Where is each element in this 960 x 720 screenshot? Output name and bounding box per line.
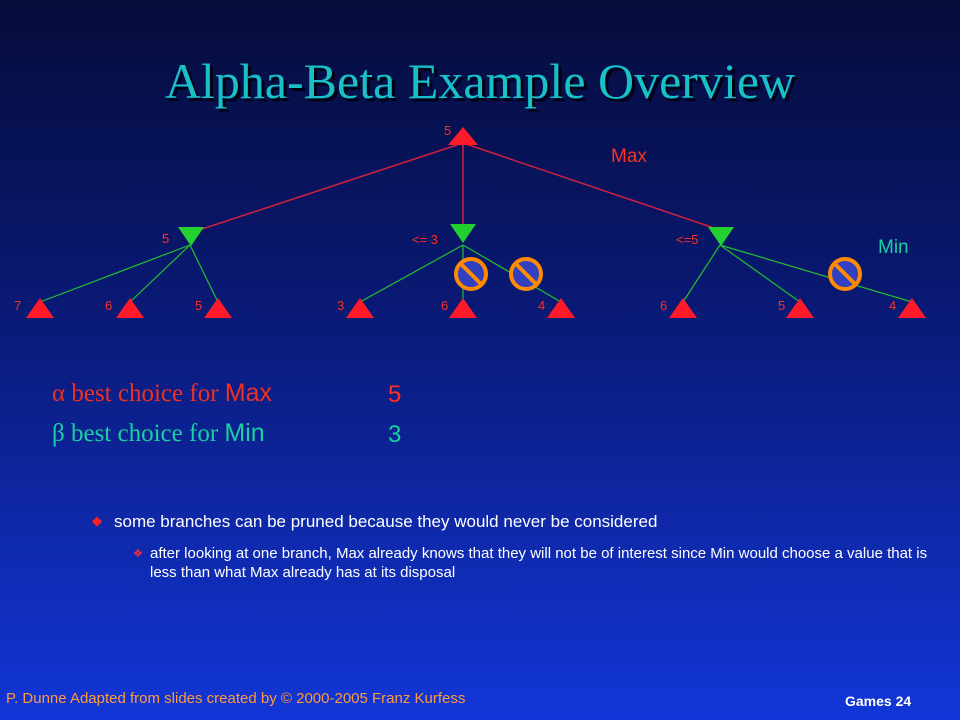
beta-role: Min (224, 419, 265, 447)
edge-min1-leaf-3 (189, 244, 219, 303)
root-value-label: 5 (444, 123, 451, 138)
footer-credit: P. Dunne Adapted from slides created by … (6, 690, 466, 707)
edge-min1-leaf-1 (39, 244, 191, 303)
leaf-value-9: 4 (889, 298, 896, 313)
main-bullet-text: some branches can be pruned because they… (114, 512, 658, 531)
beta-text: best choice for (64, 420, 225, 447)
alpha-symbol: α (52, 380, 66, 407)
min-node-2 (450, 224, 476, 243)
leaf-value-5: 6 (441, 298, 448, 313)
leaf-node-1 (26, 298, 54, 318)
leaf-node-3 (204, 298, 232, 318)
edge-root-min-3 (462, 142, 721, 231)
footer-page-number: Games 24 (845, 693, 912, 709)
max-root-node (448, 127, 478, 145)
leaf-node-7 (669, 298, 697, 318)
leaf-value-8: 5 (778, 298, 785, 313)
slide-title: Alpha-Beta Example Overview (164, 53, 796, 109)
leaf-node-8 (786, 298, 814, 318)
edge-min3-leaf-1 (682, 244, 721, 303)
leaf-value-1: 7 (14, 298, 21, 313)
bullet-clover-icon: ❖ (133, 548, 143, 560)
pruned-branch-icon (509, 257, 543, 291)
min-level-label: Min (878, 237, 909, 258)
alpha-role: Max (224, 379, 272, 407)
alpha-value: 5 (388, 381, 402, 408)
leaf-value-7: 6 (660, 298, 667, 313)
edge-min1-leaf-2 (129, 244, 191, 303)
sub-bullet: ❖ after looking at one branch, Max alrea… (133, 544, 943, 582)
pruned-branch-icon (828, 257, 862, 291)
leaf-value-3: 5 (195, 298, 202, 313)
sub-bullet-text: after looking at one branch, Max already… (150, 545, 928, 581)
leaf-node-6 (547, 298, 575, 318)
alpha-beta-tree: 5 Max 5 <= 3 <=5 Min 7 6 5 3 6 4 6 5 4 (14, 123, 926, 318)
leaf-node-4 (346, 298, 374, 318)
alpha-legend-line: α best choice for Max (52, 379, 272, 408)
edge-min2-leaf-1 (359, 244, 464, 303)
leaf-value-4: 3 (337, 298, 344, 313)
edge-root-min-1 (189, 142, 464, 234)
min-node-2-value: <= 3 (412, 232, 438, 247)
leaf-value-2: 6 (105, 298, 112, 313)
min-node-1-value: 5 (162, 231, 169, 246)
edge-min3-leaf-2 (719, 244, 801, 303)
min-node-3-value: <=5 (676, 232, 698, 247)
alpha-text: best choice for (65, 380, 225, 407)
leaf-node-2 (116, 298, 144, 318)
pruned-branch-icon (454, 257, 488, 291)
leaf-value-6: 4 (538, 298, 545, 313)
leaf-node-9 (898, 298, 926, 318)
leaf-node-5 (449, 298, 477, 318)
min-node-3 (708, 227, 734, 246)
min-node-1 (178, 227, 204, 246)
max-level-label: Max (611, 146, 647, 167)
beta-value: 3 (388, 421, 402, 448)
beta-symbol: β (52, 420, 65, 447)
edge-min3-leaf-3 (719, 244, 913, 303)
bullet-diamond-icon: ◆ (92, 513, 102, 528)
main-bullet: ◆ some branches can be pruned because th… (92, 512, 912, 532)
beta-legend-line: β best choice for Min (52, 419, 265, 448)
